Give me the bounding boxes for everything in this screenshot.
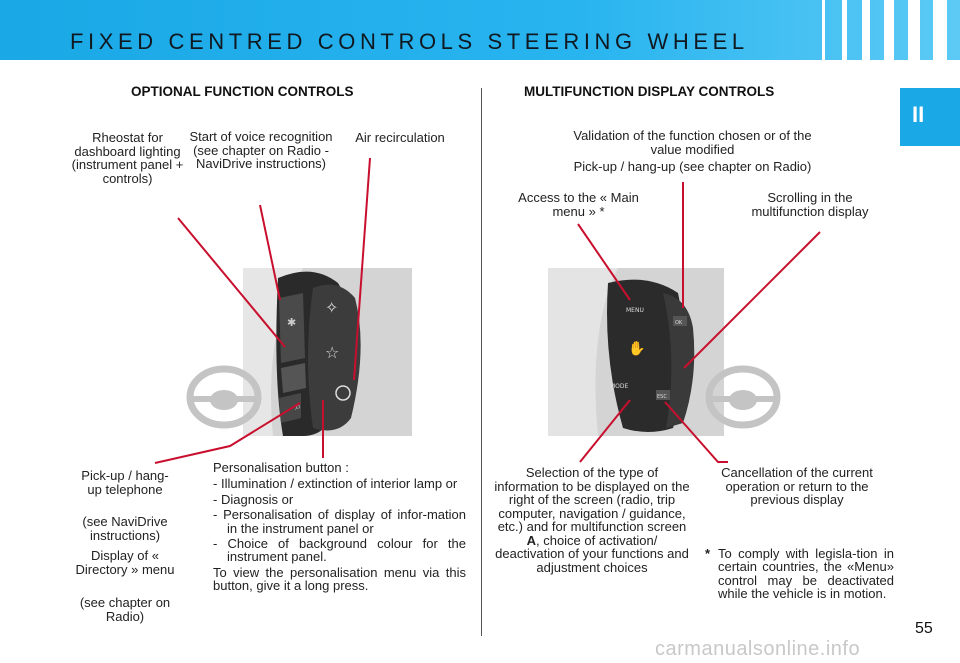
label-cancellation: Cancellation of the current operation or…	[721, 465, 873, 507]
steering-wheel-icon	[186, 365, 262, 429]
menu-button-label: MENU	[626, 307, 644, 314]
right-section-title: MULTIFUNCTION DISPLAY CONTROLS	[524, 84, 775, 99]
label-directory: Display of « Directory » menu	[75, 548, 175, 577]
page-number: 55	[915, 620, 933, 637]
page-header: FIXED CENTRED CONTROLS STEERING WHEEL	[0, 0, 960, 60]
label-validation: Validation of the function chosen or of …	[573, 128, 812, 157]
left-controls-photo: ✧ ☆ ✱ ⌕	[243, 268, 412, 436]
svg-text:⌕: ⌕	[295, 400, 301, 413]
personalisation-block: Personalisation button : Illumination / …	[213, 461, 466, 593]
label-see-navidrive: (see NaviDrive instructions)	[82, 514, 168, 543]
label-rheostat: Rheostat for dashboard lighting (instrum…	[71, 130, 184, 186]
watermark: carmanualsonline.info	[655, 638, 861, 660]
chapter-tab: II	[900, 88, 960, 146]
personalisation-item: Illumination / extinction of interior la…	[213, 477, 466, 491]
ok-button-label: OK	[675, 320, 683, 326]
svg-text:✋: ✋	[628, 340, 645, 357]
personalisation-item: Personalisation of display of infor-mati…	[213, 508, 466, 535]
label-scrolling: Scrolling in the multifunction display	[751, 190, 869, 219]
steering-wheel-icon-right	[705, 365, 781, 429]
svg-text:✱: ✱	[287, 316, 296, 329]
esc-button-label: ESC	[657, 394, 667, 400]
personalisation-title: Personalisation button :	[213, 460, 349, 475]
personalisation-item: Choice of background colour for the inst…	[213, 537, 466, 564]
label-see-radio: (see chapter on Radio)	[79, 595, 171, 624]
label-main-menu: Access to the « Main menu » *	[518, 190, 639, 219]
right-controls-photo: MENU MODE OK ESC ✋	[548, 268, 724, 436]
label-mode-selection: Selection of the type of information to …	[494, 465, 690, 575]
personalisation-item: Diagnosis or	[213, 492, 466, 506]
label-pickup-hangup: Pick-up / hang-up (see chapter on Radio)	[573, 159, 812, 174]
left-section-title: OPTIONAL FUNCTION CONTROLS	[131, 84, 354, 99]
mode-button-label: MODE	[610, 383, 629, 390]
label-air-recirculation: Air recirculation	[355, 130, 445, 145]
svg-text:☆: ☆	[325, 343, 339, 362]
label-pickup-telephone: Pick-up / hang-up telephone	[81, 468, 169, 497]
column-divider	[481, 88, 482, 636]
svg-text:✧: ✧	[325, 298, 338, 317]
personalisation-footer: To view the personalisation menu via thi…	[213, 564, 466, 594]
page-title: FIXED CENTRED CONTROLS STEERING WHEEL	[70, 29, 749, 54]
label-voice-recognition: Start of voice recognition (see chapter …	[189, 129, 333, 171]
